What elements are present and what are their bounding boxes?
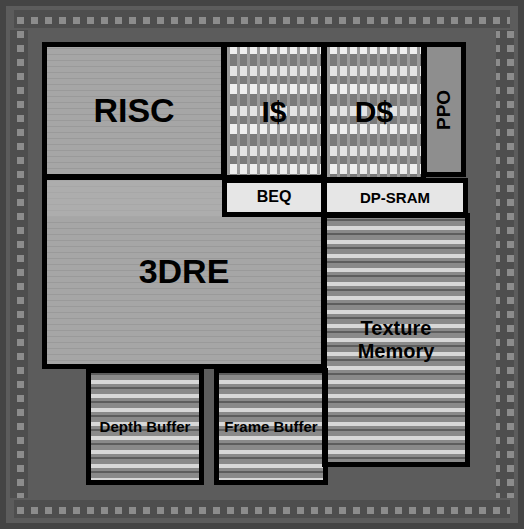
- block-label: DP-SRAM: [360, 189, 430, 206]
- die-block: Frame Buffer: [214, 368, 328, 485]
- block-label: Texture Memory: [329, 317, 463, 363]
- die-block: PPO: [422, 42, 466, 177]
- block-label: I$: [261, 95, 286, 130]
- block-label: PPO: [433, 89, 455, 129]
- die-block: Texture Memory: [322, 213, 470, 467]
- die-block: BEQ: [222, 178, 326, 217]
- die-block: D$: [322, 42, 426, 182]
- block-label: 3DRE: [139, 252, 230, 291]
- die-block: DP-SRAM: [322, 178, 468, 217]
- die-block: Depth Buffer: [86, 368, 204, 485]
- die-block: I$: [222, 42, 326, 182]
- block-label: D$: [355, 95, 393, 130]
- block-label: BEQ: [257, 188, 292, 206]
- block-label: RISC: [93, 91, 174, 130]
- block-label: Depth Buffer: [100, 418, 191, 435]
- block-label: Frame Buffer: [224, 418, 317, 435]
- die-block: 3DRE: [42, 175, 326, 369]
- die-block: RISC: [42, 42, 226, 179]
